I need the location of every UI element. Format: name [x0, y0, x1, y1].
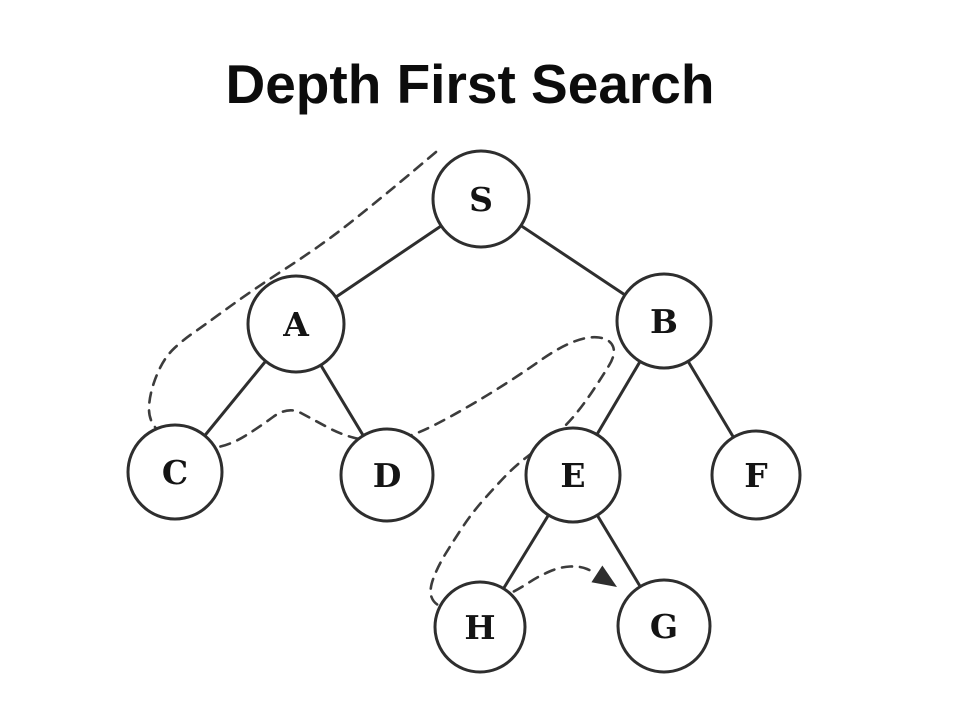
node-A: A — [246, 274, 346, 374]
node-B: B — [615, 272, 713, 370]
node-circle-E — [524, 426, 622, 524]
node-G: G — [616, 578, 712, 674]
node-H: H — [433, 580, 527, 674]
node-S: S — [431, 149, 531, 249]
node-circle-S — [431, 149, 531, 249]
node-circle-C — [126, 423, 224, 521]
dfs-traversal-path — [147, 150, 616, 610]
node-circle-G — [616, 578, 712, 674]
node-label-C: C — [162, 453, 188, 492]
node-F: F — [710, 429, 802, 521]
traversal-arrowhead-icon — [591, 565, 617, 587]
node-D: D — [339, 427, 435, 523]
node-circle-D — [339, 427, 435, 523]
node-label-F: F — [744, 456, 767, 495]
node-label-H: H — [464, 608, 495, 647]
node-label-A: A — [282, 305, 309, 344]
node-label-S: S — [469, 180, 493, 219]
slide-title: Depth First Search — [225, 53, 715, 115]
node-E: E — [524, 426, 622, 524]
node-label-B: B — [650, 302, 678, 341]
node-C: C — [126, 423, 224, 521]
node-circle-B — [615, 272, 713, 370]
node-circle-F — [710, 429, 802, 521]
node-label-G: G — [650, 607, 678, 646]
node-circle-H — [433, 580, 527, 674]
node-label-E: E — [560, 456, 585, 495]
node-circle-A — [246, 274, 346, 374]
node-label-D: D — [373, 456, 402, 495]
